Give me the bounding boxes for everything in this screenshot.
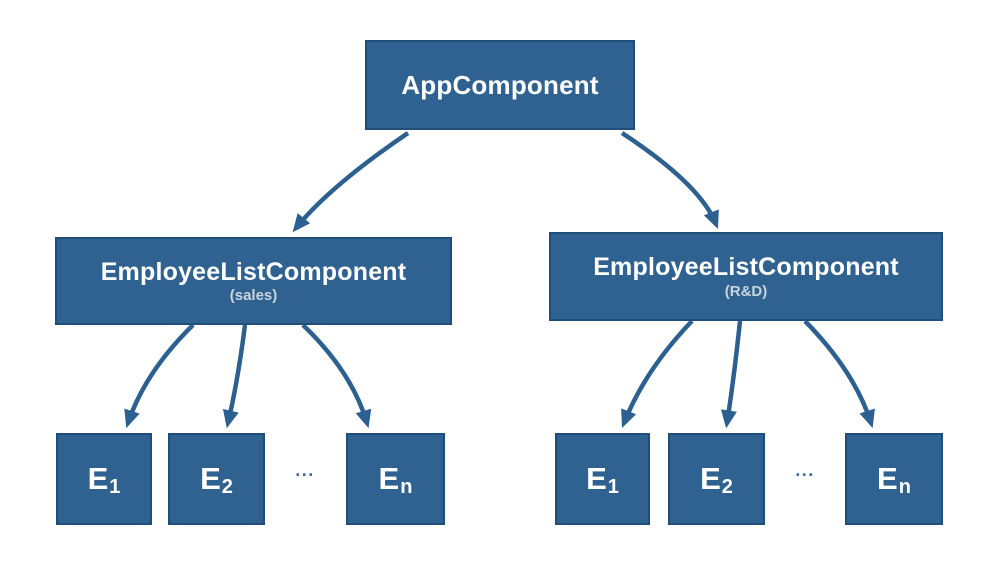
arrow-sales-to-e2 [222,324,248,429]
arrow-root-to-sales-list [292,131,410,233]
leaf-label: E [87,461,109,496]
leaf-label: E [200,461,221,496]
arrow-sales-to-en [301,323,372,429]
arrow-rnd-to-e2 [720,320,743,429]
node-employee-list-sales: EmployeeListComponent (sales) [55,237,452,325]
node-employee-list-rnd: EmployeeListComponent (R&D) [549,232,943,321]
leaf-subscript: 2 [721,475,733,498]
leaf-label: E [378,461,400,496]
leaf-subscript: n [898,475,911,498]
arrow-rnd-to-e1 [621,319,694,429]
leaf-label: E [877,461,898,496]
leaf-subscript: 1 [607,475,619,498]
leaf-subscript: 2 [221,475,233,498]
leaf-label: E [586,461,607,496]
node-subtitle: (sales) [229,287,278,305]
node-title: EmployeeListComponent [593,253,899,282]
node-title: AppComponent [401,69,599,100]
arrow-rnd-to-en [803,319,875,429]
node-app-component: AppComponent [365,40,635,130]
node-subtitle: (R&D) [724,282,768,300]
ellipsis-rnd: ... [795,460,815,480]
ellipsis-sales: ... [295,460,315,480]
arrow-root-to-rnd-list [620,131,719,230]
leaf-label: E [700,461,721,496]
leaf-subscript: 1 [109,475,121,498]
leaf-subscript: n [400,475,413,498]
arrow-sales-to-e1 [124,323,195,429]
node-title: EmployeeListComponent [100,257,407,286]
